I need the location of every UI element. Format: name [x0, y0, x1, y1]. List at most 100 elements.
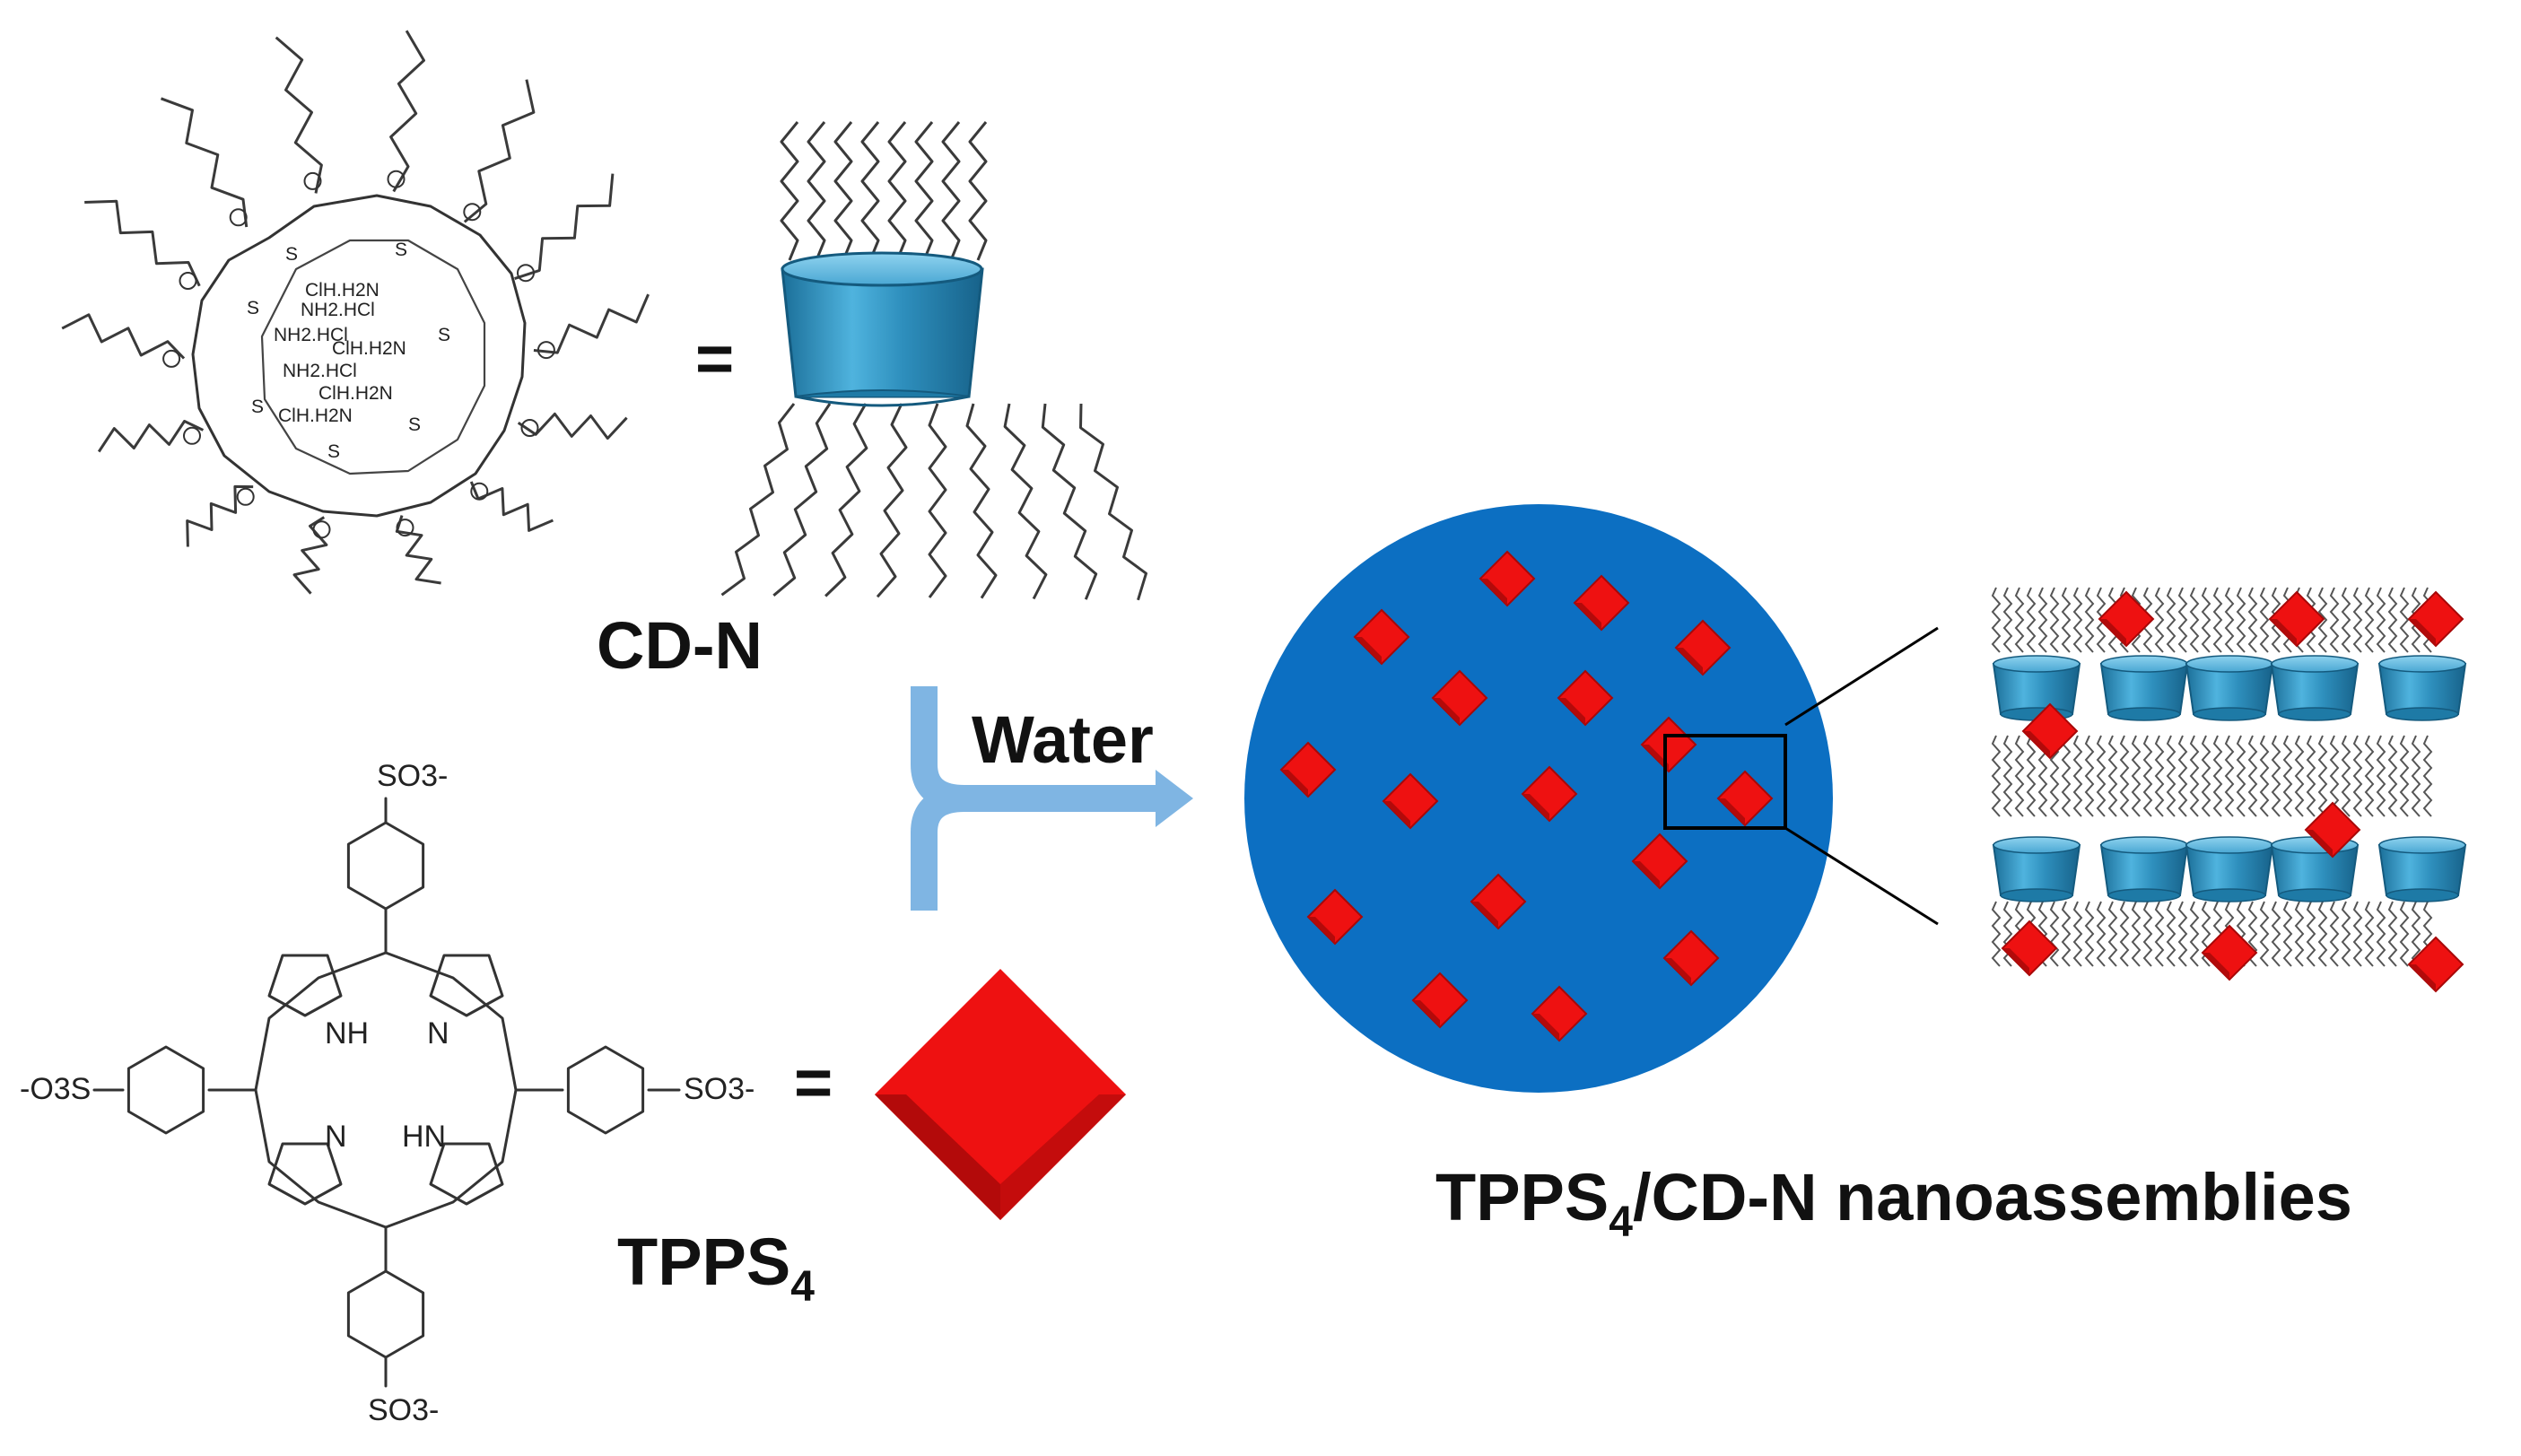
lipid-tail-middle — [2352, 735, 2363, 817]
lipid-tail-bottom — [2049, 901, 2060, 967]
sulfur-label: S — [251, 397, 264, 417]
ester-tail — [61, 313, 186, 360]
tpps4-diamond-icon — [875, 969, 1126, 1220]
amine-label: ClH.H2N — [305, 280, 379, 301]
phenyl-bottom — [346, 1269, 425, 1359]
lipid-tail-top — [2352, 587, 2363, 653]
lipid-tail-middle — [2084, 735, 2095, 817]
zoom-box — [1663, 734, 1787, 830]
lipid-tail-middle — [2189, 735, 2200, 817]
cdn-chemical-structure: ClH.H2NNH2.HClNH2.HClClH.H2NNH2.HClClH.H… — [61, 30, 650, 595]
lipid-tail-middle — [2061, 735, 2072, 817]
lipid-tail-bottom — [2166, 901, 2176, 967]
lipid-tail-middle — [2306, 735, 2316, 817]
cd-icon-tail-top — [833, 121, 853, 261]
lipid-tail-top — [2247, 587, 2258, 653]
bilayer-cd-bottom — [2271, 836, 2359, 902]
lipid-tail-middle — [2364, 735, 2375, 817]
lipid-tail-top — [2002, 587, 2013, 653]
lipid-tail-bottom — [2306, 901, 2316, 967]
amine-label: NH2.HCl — [283, 361, 357, 381]
lipid-tail-top — [2364, 587, 2375, 653]
cd-icon-tail-bottom — [824, 403, 868, 597]
lipid-tail-top — [2154, 587, 2165, 653]
lipid-tail-top — [2399, 587, 2410, 653]
porphyrin-ring — [254, 951, 518, 1229]
lipid-tail-top — [2212, 587, 2223, 653]
bilayer-cd-bottom — [1993, 836, 2080, 902]
lipid-tail-middle — [2212, 735, 2223, 817]
lipid-tail-middle — [2422, 735, 2433, 817]
lipid-tail-top — [2061, 587, 2072, 653]
lipid-tail-bottom — [2364, 901, 2375, 967]
bilayer-cd-top — [2271, 655, 2359, 721]
lipid-tail-top — [2259, 587, 2270, 653]
ester-tail — [160, 97, 249, 228]
lipid-tail-top — [2341, 587, 2351, 653]
ester-tail — [469, 481, 554, 532]
sulfur-label: S — [285, 244, 298, 265]
lipid-tail-top — [2387, 587, 2398, 653]
pyrrole-ring — [267, 1142, 343, 1206]
ester-tail — [292, 516, 328, 595]
lipid-tail-top — [2072, 587, 2083, 653]
lipid-tail-bottom — [2177, 901, 2188, 967]
cd-icon-tail-bottom — [876, 403, 908, 598]
cd-icon-tail-bottom — [1041, 403, 1098, 600]
ester-tail — [97, 420, 205, 453]
lipid-tail-bottom — [2341, 901, 2351, 967]
lipid-tail-bottom — [2154, 901, 2165, 967]
ester-tail — [533, 293, 650, 354]
carbonyl-oxygen-mark — [236, 487, 255, 506]
lipid-tail-bottom — [2142, 901, 2153, 967]
cd-icon-tail-top — [860, 121, 880, 261]
lipid-tail-middle — [2166, 735, 2176, 817]
tpps-left-group: -O3S — [20, 1072, 91, 1106]
carbonyl-oxygen-mark — [183, 426, 201, 445]
lipid-tail-middle — [2329, 735, 2340, 817]
lipid-tail-bottom — [2061, 901, 2072, 967]
lipid-tail-bottom — [2399, 901, 2410, 967]
tpps4-label-main: TPPS — [617, 1225, 790, 1299]
cd-icon-tail-top — [807, 121, 826, 261]
tpps-bottom-group: SO3- — [368, 1393, 439, 1427]
lipid-tail-middle — [2341, 735, 2351, 817]
bilayer-diamond — [2408, 937, 2464, 992]
lipid-tail-middle — [2387, 735, 2398, 817]
lipid-tail-middle — [2399, 735, 2410, 817]
lipid-tail-middle — [2026, 735, 2037, 817]
lipid-tail-bottom — [2411, 901, 2421, 967]
lipid-tail-middle — [2177, 735, 2188, 817]
lipid-tail-bottom — [2376, 901, 2386, 967]
cdn-cone-icon — [720, 121, 1147, 601]
lipid-tail-bottom — [2271, 901, 2281, 967]
lipid-tail-middle — [2271, 735, 2281, 817]
carbonyl-oxygen-mark — [312, 520, 331, 539]
lipid-tail-top — [2224, 587, 2235, 653]
tpps4-chemical-structure: SO3- SO3- -O3S SO3- NH N N HN — [20, 759, 755, 1427]
lipid-tail-bottom — [2282, 901, 2293, 967]
lipid-tail-top — [2329, 587, 2340, 653]
bilayer-diamond — [2098, 591, 2154, 647]
lipid-tail-bottom — [2387, 901, 2398, 967]
pyrrole-ring — [267, 954, 343, 1017]
tpps4-label-subscript: 4 — [790, 1263, 815, 1311]
lipid-tail-top — [2166, 587, 2176, 653]
lipid-tail-bottom — [2317, 901, 2328, 967]
carbonyl-oxygen-mark — [229, 208, 248, 227]
lipid-tail-top — [2177, 587, 2188, 653]
tpps-right-group: SO3- — [684, 1072, 755, 1106]
carbonyl-oxygen-mark — [396, 519, 414, 537]
bilayer-detail — [1991, 587, 2466, 992]
lipid-tail-middle — [2096, 735, 2107, 817]
bilayer-cd-top — [1993, 655, 2080, 721]
tpps-n-label-2: N — [325, 1120, 347, 1154]
lipid-tail-middle — [1991, 735, 2002, 817]
equals-sign-tpps: = — [794, 1045, 833, 1120]
phenyl-top — [346, 821, 425, 911]
zoom-line-bottom — [1784, 826, 1939, 926]
lipid-tail-middle — [2247, 735, 2258, 817]
lipid-tail-bottom — [2352, 901, 2363, 967]
lipid-tail-middle — [2107, 735, 2118, 817]
